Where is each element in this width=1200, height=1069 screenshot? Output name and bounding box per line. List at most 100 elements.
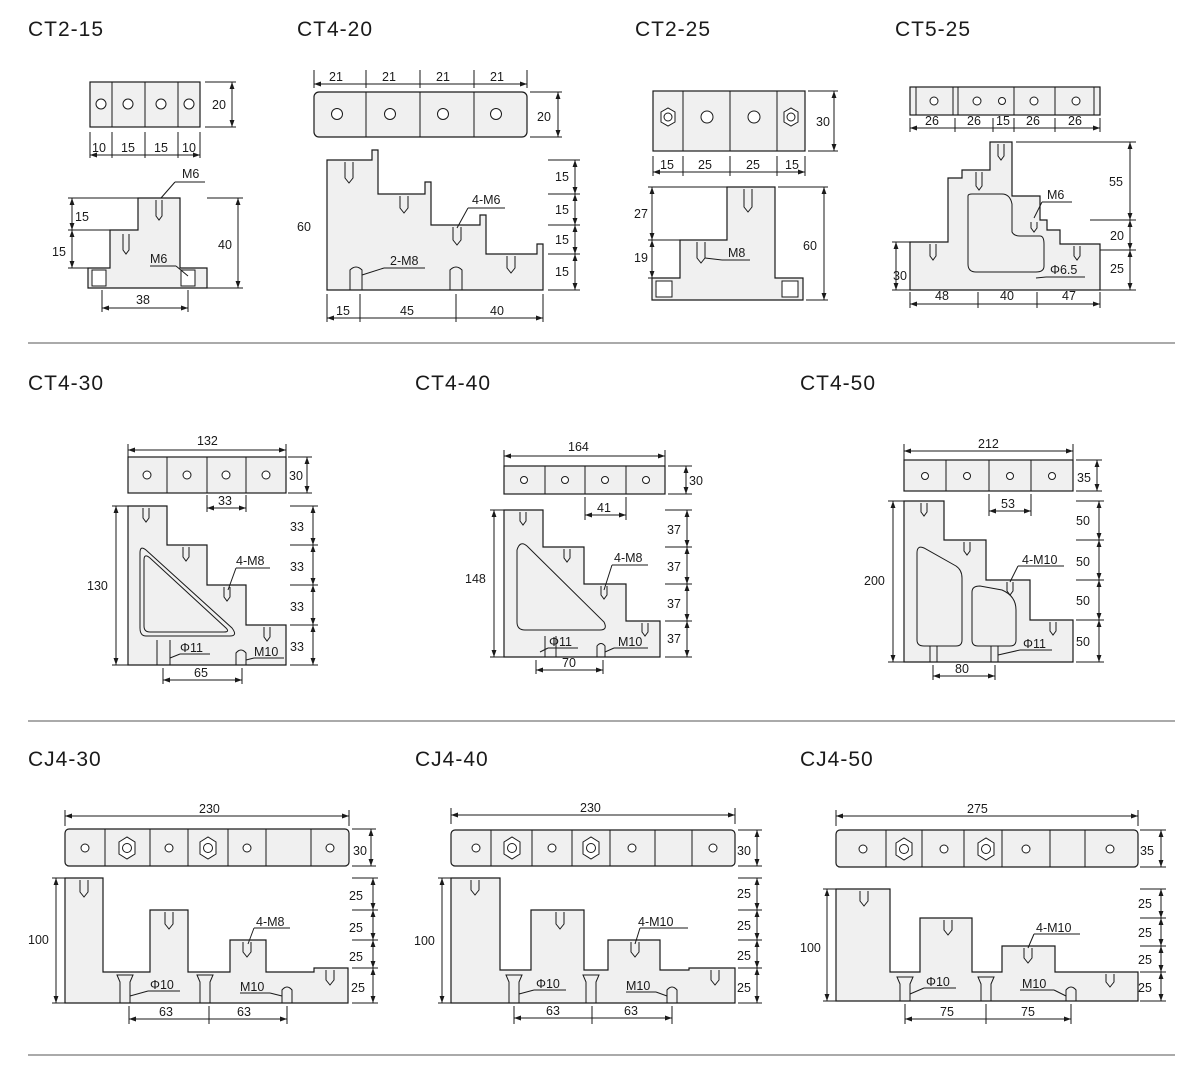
part-drawing: CT4-20 21 21 21 21 20 4-M6 2-M8 15 15 15… xyxy=(297,18,580,322)
dim-label: 275 xyxy=(967,802,988,816)
dim-label: 40 xyxy=(490,304,504,318)
dim-label: 230 xyxy=(580,801,601,815)
dim-label: 100 xyxy=(800,941,821,955)
dim-label: 63 xyxy=(237,1005,251,1019)
dim-label: 15 xyxy=(555,203,569,217)
dim-label: 15 xyxy=(660,158,674,172)
dim-label: 30 xyxy=(893,269,907,283)
callout-label: 4-M8 xyxy=(614,551,643,565)
callout-label: Φ10 xyxy=(536,977,560,991)
model-title: CT2-15 xyxy=(28,18,104,41)
dim-label: 75 xyxy=(940,1005,954,1019)
dim-label: 70 xyxy=(562,656,576,670)
dim-label: 47 xyxy=(1062,289,1076,303)
dim-label: 20 xyxy=(1110,229,1124,243)
callout-label: M10 xyxy=(254,645,278,659)
dim-label: 48 xyxy=(935,289,949,303)
part-drawing: CT4-50 212 35 53 4-M10 Φ11 200 50 xyxy=(800,372,1104,680)
dim-label: 25 xyxy=(351,981,365,995)
dim-label: 30 xyxy=(689,474,703,488)
dim-label: 33 xyxy=(290,640,304,654)
dim-label: 53 xyxy=(1001,497,1015,511)
dim-label: 40 xyxy=(218,238,232,252)
dim-label: 25 xyxy=(349,889,363,903)
dim-label: 15 xyxy=(52,245,66,259)
dim-label: 25 xyxy=(737,981,751,995)
dim-label: 50 xyxy=(1076,514,1090,528)
dim-label: 41 xyxy=(597,501,611,515)
part-drawing: CT5-25 26 26 15 26 26 M6 Φ6.5 55 20 25 3… xyxy=(892,18,1136,308)
dim-label: 15 xyxy=(555,170,569,184)
model-title: CT4-20 xyxy=(297,18,373,41)
dim-label: 15 xyxy=(121,141,135,155)
callout-label: Φ11 xyxy=(1023,637,1046,651)
dim-label: 25 xyxy=(1110,262,1124,276)
dim-label: 65 xyxy=(194,666,208,680)
callout-label: M8 xyxy=(728,246,745,260)
dim-label: 19 xyxy=(634,251,648,265)
dim-label: 164 xyxy=(568,440,589,454)
callout-label: 2-M8 xyxy=(390,254,419,268)
dim-label: 148 xyxy=(465,572,486,586)
callout-label: M6 xyxy=(1047,188,1064,202)
dim-label: 21 xyxy=(329,70,343,84)
dim-label: 15 xyxy=(336,304,350,318)
dim-label: 26 xyxy=(925,114,939,128)
dim-label: 10 xyxy=(92,141,106,155)
dim-label: 25 xyxy=(1138,897,1152,911)
dim-label: 25 xyxy=(1138,981,1152,995)
callout-label: 4-M10 xyxy=(1022,553,1057,567)
callout-label: 4-M8 xyxy=(256,915,285,929)
model-title: CT5-25 xyxy=(895,18,971,41)
dim-label: 25 xyxy=(1138,953,1152,967)
dim-label: 75 xyxy=(1021,1005,1035,1019)
callout-label: 4-M10 xyxy=(638,915,673,929)
dim-label: 37 xyxy=(667,632,681,646)
callout-label: Φ11 xyxy=(180,641,203,655)
dim-label: 15 xyxy=(785,158,799,172)
callout-label: 4-M8 xyxy=(236,554,265,568)
dim-label: 25 xyxy=(349,950,363,964)
dim-label: 25 xyxy=(737,949,751,963)
dim-label: 45 xyxy=(400,304,414,318)
dim-label: 50 xyxy=(1076,594,1090,608)
dim-label: 20 xyxy=(212,98,226,112)
part-drawing: CJ4-30 230 30 4-M8 Φ10 M10 100 xyxy=(28,748,378,1024)
dim-label: 60 xyxy=(297,220,311,234)
model-title: CT4-40 xyxy=(415,372,491,395)
dim-label: 33 xyxy=(290,520,304,534)
dim-label: 33 xyxy=(218,494,232,508)
dim-label: 50 xyxy=(1076,555,1090,569)
dim-label: 63 xyxy=(159,1005,173,1019)
dim-label: 35 xyxy=(1140,844,1154,858)
callout-label: M10 xyxy=(618,635,642,649)
dim-label: 15 xyxy=(555,265,569,279)
dim-label: 30 xyxy=(353,844,367,858)
dim-label: 200 xyxy=(864,574,885,588)
part-drawing: CT4-40 164 30 41 4-M8 Φ11 M10 148 xyxy=(415,372,703,674)
dim-label: 132 xyxy=(197,434,218,448)
callout-label: Φ6.5 xyxy=(1050,263,1077,277)
model-title: CT2-25 xyxy=(635,18,711,41)
dim-label: 21 xyxy=(382,70,396,84)
dim-label: 25 xyxy=(698,158,712,172)
model-title: CJ4-30 xyxy=(28,748,102,771)
dim-label: 26 xyxy=(1068,114,1082,128)
dim-label: 26 xyxy=(1026,114,1040,128)
dim-label: 130 xyxy=(87,579,108,593)
dim-label: 15 xyxy=(154,141,168,155)
dim-label: 212 xyxy=(978,437,999,451)
dim-label: 21 xyxy=(436,70,450,84)
model-title: CT4-50 xyxy=(800,372,876,395)
dim-label: 15 xyxy=(996,114,1010,128)
dim-label: 63 xyxy=(546,1004,560,1018)
dim-label: 33 xyxy=(290,560,304,574)
callout-label: 4-M6 xyxy=(472,193,501,207)
dim-label: 80 xyxy=(955,662,969,676)
part-drawing: CT4-30 132 30 33 4-M8 Φ11 M10 130 xyxy=(28,372,318,684)
dim-label: 30 xyxy=(816,115,830,129)
dim-label: 21 xyxy=(490,70,504,84)
dim-label: 60 xyxy=(803,239,817,253)
callout-label: M6 xyxy=(182,167,199,181)
